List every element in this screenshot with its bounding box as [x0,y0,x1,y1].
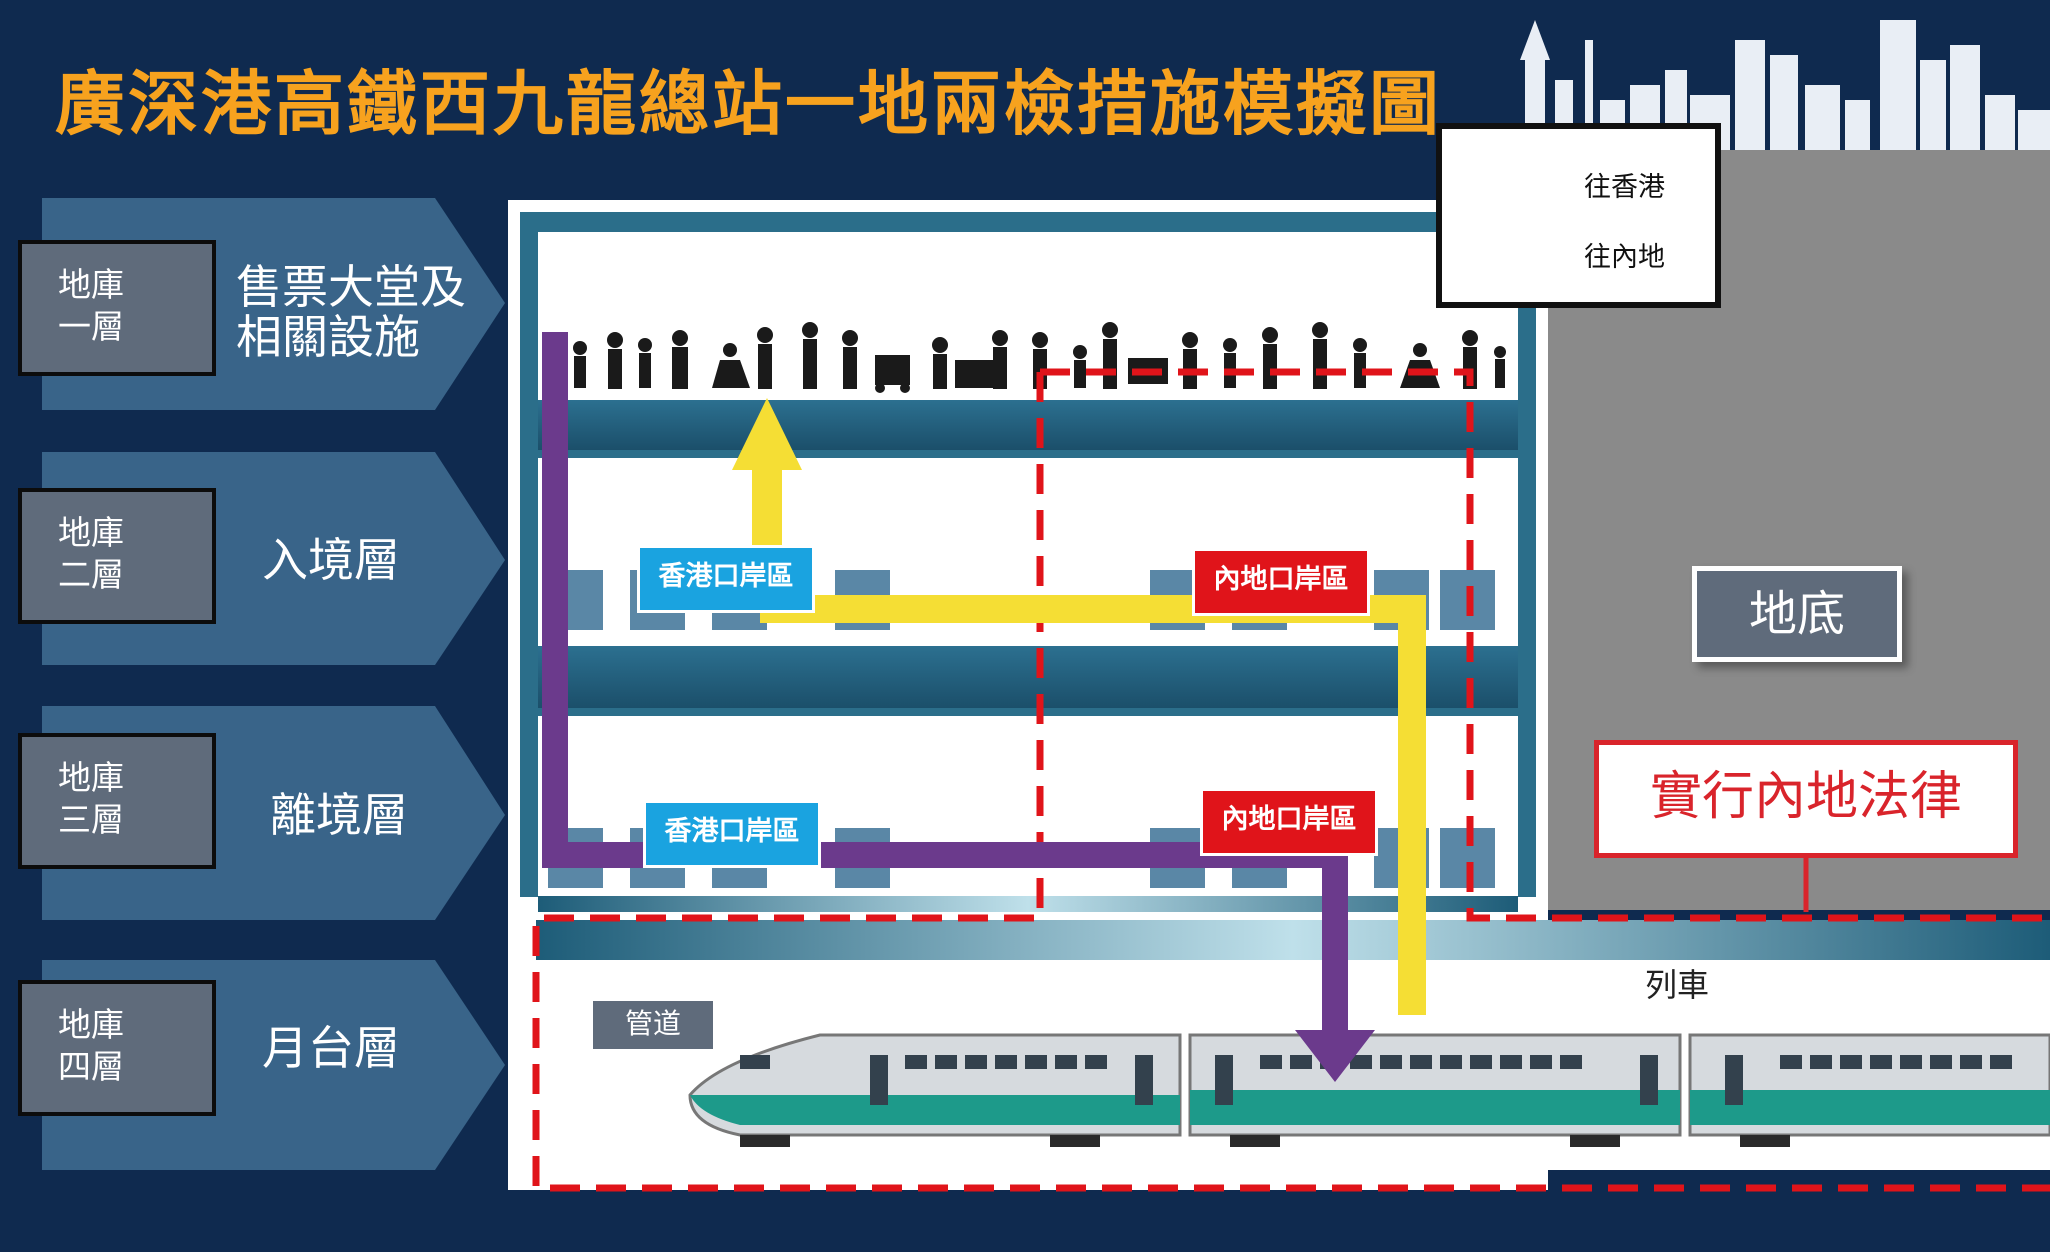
floor-code-b1: 地庫一層 [18,240,216,376]
train-label: 列車 [1645,966,1710,1004]
basement-label: 地底 [1692,566,1902,662]
floor-name-b4: 月台層 [262,1021,400,1075]
floor-name-b2: 入境層 [262,533,400,587]
legend-to-mainland: 往內地 [1584,242,1665,273]
mainland-port-zone-departure: 內地口岸區 [1200,788,1378,856]
floor-code-b1-line1: 地庫 [58,265,124,304]
floor-name-b1: 售票大堂及相關設施 [236,262,466,362]
pipe-label: 管道 [590,998,716,1052]
floor-name-b1-line2: 相關設施 [236,310,420,364]
platform-top-band [536,920,2050,960]
floor-code-b4-line1: 地庫 [58,1005,124,1044]
floor-code-b2-line1: 地庫 [58,513,124,552]
floor-code-b3-line1: 地庫 [58,758,124,797]
hk-port-zone-arrival: 香港口岸區 [637,545,815,613]
floor-code-b4: 地庫四層 [18,980,216,1116]
diagram-title: 廣深港高鐵西九龍總站一地兩檢措施模擬圖 [55,63,1442,145]
mainland-zone-boundary [532,368,2050,1192]
hk-port-zone-departure: 香港口岸區 [643,800,821,868]
floor-name-b3: 離境層 [270,788,408,842]
floor-code-b4-line2: 四層 [58,1047,124,1086]
legend: 往香港 往內地 [1436,123,1721,308]
high-speed-train [688,1033,2050,1147]
floor-code-b1-line2: 一層 [58,307,124,346]
floor-code-b3: 地庫三層 [18,733,216,869]
floor-code-b3-line2: 三層 [58,800,124,839]
floor-code-b2-line2: 二層 [58,555,124,594]
floor-name-b1-line1: 售票大堂及 [236,260,466,314]
floor-code-b2: 地庫二層 [18,488,216,624]
legend-to-hk: 往香港 [1584,172,1665,203]
mainland-law-label: 實行內地法律 [1594,740,2018,858]
mainland-port-zone-arrival: 內地口岸區 [1192,548,1370,616]
